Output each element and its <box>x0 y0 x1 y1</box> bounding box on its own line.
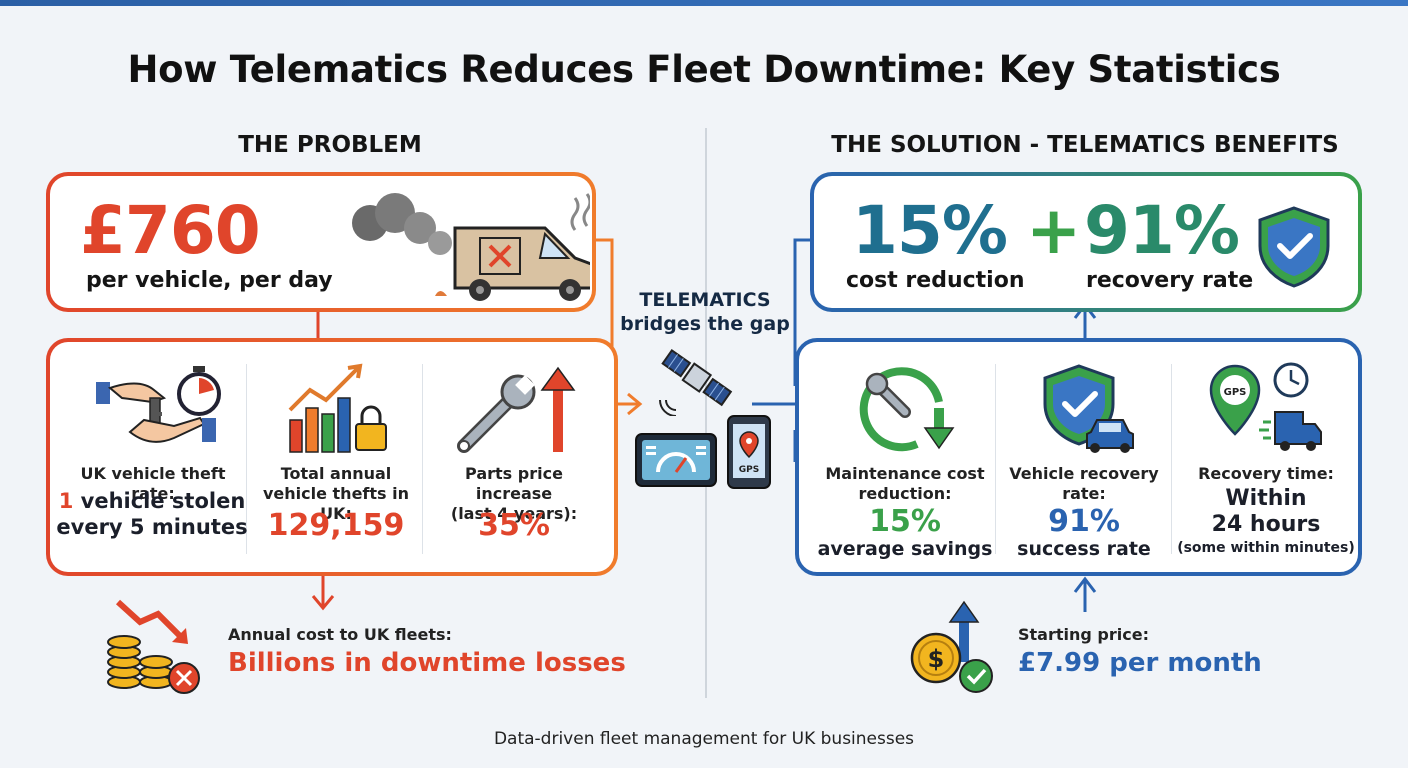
vehicle-recovery-label-line1: Vehicle recovery <box>1009 464 1159 483</box>
annual-thefts-label-line1: Total annual <box>280 464 392 483</box>
maintenance-label: Maintenance cost reduction: <box>813 464 997 504</box>
annual-thefts-label-line2: vehicle thefts in UK: <box>262 484 409 523</box>
bridge-subtitle: bridges the gap <box>620 313 790 335</box>
bar-chart-lock-icon <box>288 363 387 453</box>
annual-thefts-label: Total annual vehicle thefts in UK: <box>250 464 422 524</box>
dashboard-icon <box>635 433 717 487</box>
theft-rate-unit: vehicle stolen <box>73 489 246 513</box>
cost-reduction-label: cost reduction <box>846 268 1025 293</box>
van-breakdown-icon <box>352 193 590 301</box>
column-divider <box>246 364 247 554</box>
shield-check-icon <box>1258 206 1330 288</box>
maintenance-value: 15% <box>869 504 941 539</box>
vehicle-recovery-sub: success rate <box>1017 538 1151 560</box>
recovery-rate-label: recovery rate <box>1086 268 1254 293</box>
solution-stats-card: Maintenance cost reduction: 15% average … <box>795 338 1362 576</box>
parts-price-label: Parts price increase (last 4 years): <box>426 464 602 524</box>
maintenance-sub: average savings <box>817 538 993 560</box>
hand-key-icon <box>96 382 216 443</box>
recovery-time-value: Within 24 hours <box>1173 486 1359 538</box>
footer-text: Data-driven fleet management for UK busi… <box>493 729 915 749</box>
coins-down-icon <box>107 599 200 694</box>
maintenance-label-line1: Maintenance cost <box>825 464 985 483</box>
starting-price-value: £7.99 per month <box>1018 648 1262 678</box>
cost-per-day-label: per vehicle, per day <box>86 268 333 293</box>
theft-rate-label: UK vehicle theft rate: <box>80 464 226 503</box>
annual-thefts-value: 129,159 <box>267 508 405 543</box>
problem-heading: THE PROBLEM <box>238 132 422 158</box>
recovery-time-label: Recovery time: <box>1198 464 1334 483</box>
parts-price-label-line2: (last 4 years): <box>450 504 578 523</box>
parts-price-label-line1: Parts price increase <box>465 464 563 503</box>
shield-car-icon <box>1043 364 1134 453</box>
theft-rate-frequency: every 5 minutes <box>56 515 248 539</box>
vehicle-recovery-label: Vehicle recovery rate: <box>997 464 1171 504</box>
svg-text:$: $ <box>928 645 945 673</box>
column-divider <box>995 364 996 554</box>
theft-rate-number: 1 <box>58 489 74 513</box>
vehicle-recovery-value: 91% <box>1048 504 1120 539</box>
maintenance-wrench-icon <box>859 367 955 452</box>
gps-pin-icon: GPS <box>1209 362 1322 451</box>
satellite-icon <box>659 349 733 416</box>
solution-heading: THE SOLUTION - TELEMATICS BENEFITS <box>831 132 1339 158</box>
problem-cost-card: £760 per vehicle, per day <box>46 172 596 312</box>
cost-per-day-value: £760 <box>80 192 261 269</box>
center-divider <box>705 128 707 698</box>
delivery-van-icon <box>1274 411 1322 445</box>
dollar-coin-icon: $ <box>910 600 993 693</box>
recovery-time-value-line2: 24 hours <box>1211 512 1321 537</box>
cost-reduction-value: 15% <box>852 192 1008 269</box>
gps-pin-label: GPS <box>1224 387 1247 398</box>
recovery-rate-value: 91% <box>1084 192 1240 269</box>
column-divider <box>1171 364 1172 554</box>
plus-sign: + <box>1026 192 1081 269</box>
problem-stats-card: UK vehicle theft rate: 1 vehicle stolen … <box>46 338 618 576</box>
recovery-time-value-line1: Within <box>1225 486 1307 511</box>
theft-rate-value: 1 vehicle stolen every 5 minutes <box>54 488 250 540</box>
recovery-time-sub: (some within minutes) <box>1177 540 1355 556</box>
stopwatch-icon <box>177 366 221 416</box>
vehicle-recovery-label-line2: rate: <box>1062 484 1106 503</box>
parts-price-value: 35% <box>478 508 550 543</box>
bridge-title: TELEMATICS <box>639 289 771 311</box>
maintenance-label-line2: reduction: <box>858 484 952 503</box>
annual-cost-label: Annual cost to UK fleets: <box>228 625 452 644</box>
phone-gps-icon: GPS <box>727 415 771 489</box>
wrench-arrow-icon <box>457 366 576 453</box>
top-accent-bar <box>0 0 1408 6</box>
annual-cost-value: Billions in downtime losses <box>228 648 626 678</box>
starting-price-label: Starting price: <box>1018 625 1149 644</box>
bridge-text: TELEMATICS bridges the gap <box>612 288 798 336</box>
column-divider <box>422 364 423 554</box>
phone-gps-label: GPS <box>739 465 759 475</box>
solution-summary-card: 15% cost reduction + 91% recovery rate <box>810 172 1362 312</box>
page-title: How Telematics Reduces Fleet Downtime: K… <box>127 48 1281 91</box>
